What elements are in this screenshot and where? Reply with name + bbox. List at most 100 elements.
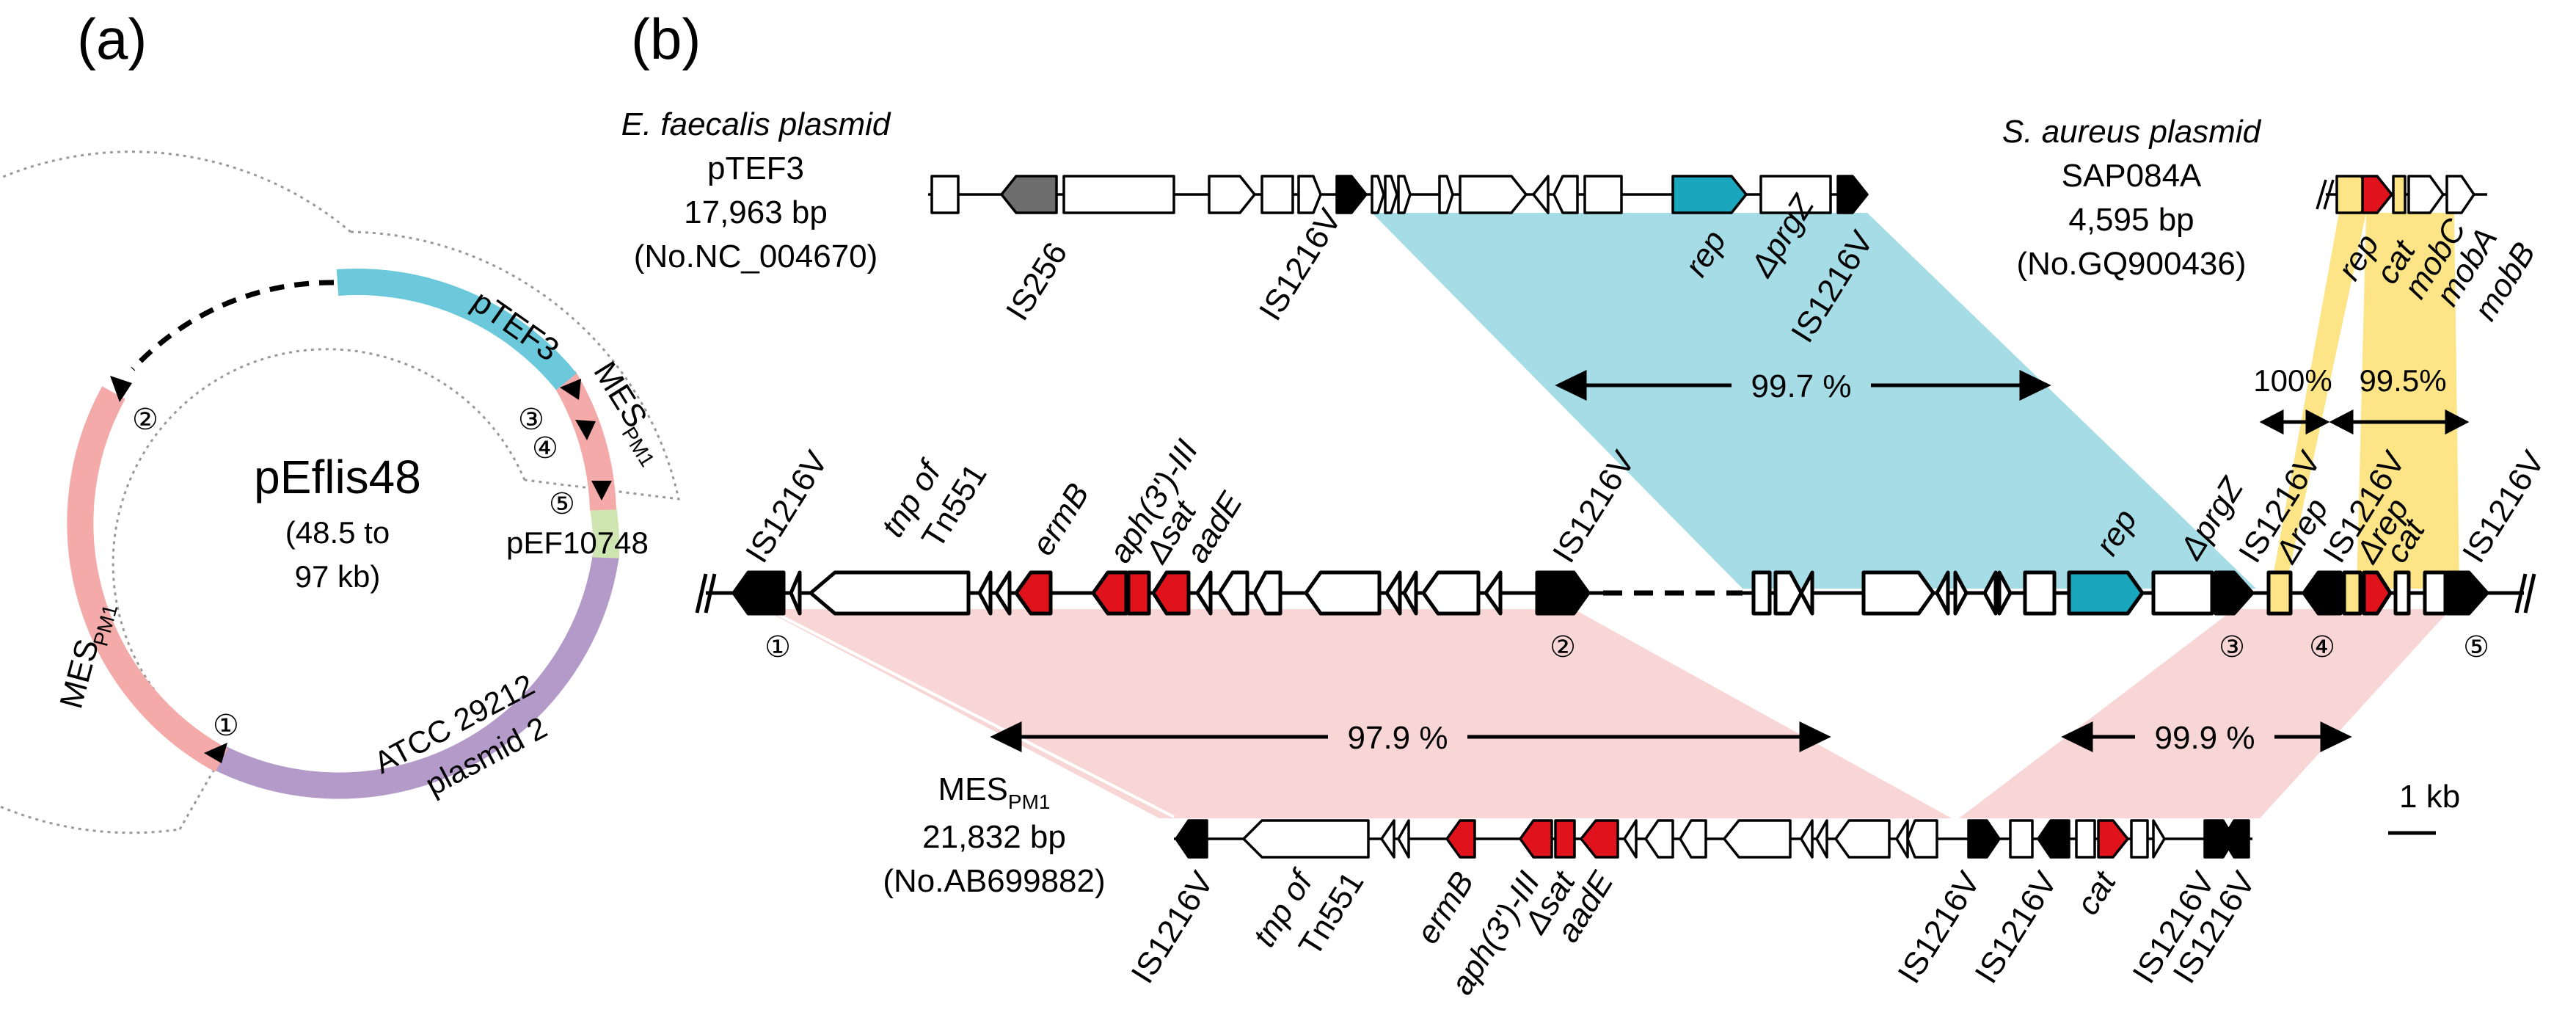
gene-is1216v bbox=[2445, 570, 2489, 616]
marker-label-4: ④ bbox=[532, 432, 558, 465]
gene bbox=[1252, 570, 1282, 616]
gene bbox=[1623, 819, 1638, 859]
sap-name: SAP084A bbox=[2062, 158, 2202, 194]
gene bbox=[1861, 570, 1935, 616]
gene-label-is1216v: IS1216V bbox=[1252, 203, 1349, 327]
gene bbox=[994, 570, 1012, 616]
arrow-head bbox=[2445, 409, 2470, 435]
gene bbox=[1459, 175, 1528, 214]
identity-ptef3: 99.7 % bbox=[1751, 368, 1852, 404]
sap-host-text: S. aureus plasmid bbox=[2002, 114, 2262, 150]
homology-band-pink-left bbox=[763, 609, 1952, 818]
marker-3: ③ bbox=[2219, 631, 2245, 663]
sap-size: 4,595 bp bbox=[2068, 202, 2194, 238]
gene-label-is256: IS256 bbox=[999, 236, 1074, 327]
marker-4: ④ bbox=[2309, 631, 2335, 663]
gene bbox=[977, 570, 993, 616]
arrow-head bbox=[2320, 721, 2352, 752]
gene bbox=[1208, 175, 1256, 214]
gene bbox=[2423, 570, 2448, 616]
gene-moba bbox=[2407, 175, 2445, 214]
marker-label-2: ② bbox=[132, 404, 158, 436]
gene bbox=[1384, 175, 1398, 214]
gene-label-is1216v: IS1216V bbox=[1124, 865, 1220, 990]
ring-gap-dashed bbox=[131, 280, 335, 371]
arrow-head bbox=[2305, 409, 2330, 435]
marker-triangle-2 bbox=[110, 376, 132, 402]
ptef3-name: pTEF3 bbox=[707, 150, 804, 186]
gene bbox=[1583, 175, 1623, 214]
mes-name: MESPM1 bbox=[938, 771, 1051, 813]
identity-mes-right: 99.9 % bbox=[2155, 720, 2255, 756]
gene-prgz bbox=[2151, 570, 2214, 616]
gene-label-cat: cat bbox=[2070, 865, 2124, 921]
panel-b-label: (b) bbox=[631, 7, 701, 71]
gene-cat bbox=[2097, 819, 2129, 859]
identity-label-bg bbox=[1328, 719, 1467, 756]
gene bbox=[1895, 819, 1909, 859]
identity-mes-left: 97.9 % bbox=[1348, 720, 1448, 756]
gene bbox=[1421, 570, 1481, 616]
gene bbox=[1380, 819, 1395, 859]
gene bbox=[789, 570, 802, 616]
ring-segment-mes-left bbox=[67, 386, 228, 772]
panel-a-label: (a) bbox=[77, 7, 147, 71]
gene-is1216v bbox=[2037, 819, 2070, 859]
middle-track bbox=[695, 570, 2536, 616]
gene-aph bbox=[1091, 570, 1128, 616]
mes-track bbox=[1174, 819, 2252, 859]
gene-sat bbox=[1126, 570, 1151, 616]
mes-info: MESPM1 21,832 bp (No.AB699882) bbox=[883, 771, 1105, 899]
homology-band-yellow-left bbox=[2271, 213, 2366, 589]
marker-5: ⑤ bbox=[2463, 631, 2489, 663]
gene bbox=[1532, 175, 1550, 214]
label-pef10748: pEF10748 bbox=[506, 525, 649, 560]
gene bbox=[1397, 175, 1412, 214]
gene bbox=[1062, 175, 1175, 214]
gene bbox=[1679, 819, 1707, 859]
gene-is256 bbox=[1000, 175, 1058, 214]
gene bbox=[2152, 819, 2166, 859]
gene bbox=[1371, 175, 1385, 214]
gene-aade bbox=[1151, 570, 1191, 616]
gene bbox=[1759, 175, 1832, 214]
arrow-head bbox=[2019, 370, 2051, 401]
marker-triangle-3 bbox=[560, 379, 581, 400]
marker-triangle-4 bbox=[575, 420, 596, 440]
break-mark bbox=[695, 573, 708, 614]
ring-segment-atcc-plasmid2 bbox=[212, 553, 619, 799]
marker-label-3: ③ bbox=[518, 404, 544, 436]
gene bbox=[1297, 175, 1322, 214]
identity-sap-rep: 100% bbox=[2253, 363, 2332, 398]
gene bbox=[1799, 570, 1814, 616]
gene bbox=[1402, 570, 1418, 616]
gene bbox=[1195, 570, 1213, 616]
gene bbox=[1982, 570, 1998, 616]
sap-info: S. aureus plasmid SAP084A 4,595 bp (No.G… bbox=[2002, 114, 2262, 282]
gene-is1216v bbox=[1175, 819, 1208, 859]
panel-b: (b) E. faecalis plasmid pTEF3 17,963 bp … bbox=[621, 7, 2553, 1001]
gene-mobc bbox=[2392, 175, 2407, 214]
gene bbox=[2023, 570, 2057, 616]
gene-label-is1216v: IS1216V bbox=[1546, 445, 1642, 570]
gene bbox=[1260, 175, 1294, 214]
gene bbox=[1484, 570, 1503, 616]
gene bbox=[1552, 175, 1579, 214]
panel-a: (a) ② ① ③ ④ ⑤ pTEF3 MES PM1 MES bbox=[0, 7, 680, 834]
inner-dotted-guide bbox=[112, 348, 526, 753]
marker-label-1: ① bbox=[213, 710, 239, 742]
arrow-head bbox=[2329, 409, 2354, 435]
mes-name-sub: PM1 bbox=[1008, 790, 1051, 813]
break-mark bbox=[2316, 179, 2327, 210]
gene bbox=[1304, 570, 1382, 616]
gene-cat bbox=[2362, 570, 2393, 616]
gene bbox=[1953, 570, 1969, 616]
ptef3-host: E. faecalis plasmid bbox=[621, 106, 891, 142]
gene-is1216v bbox=[2214, 570, 2255, 616]
marker-triangle-1 bbox=[204, 743, 227, 763]
arrow-head bbox=[1799, 721, 1831, 752]
gene bbox=[1723, 819, 1792, 859]
marker-triangle-5 bbox=[591, 481, 612, 501]
gene bbox=[1773, 570, 1803, 616]
identity-label-bg bbox=[2135, 719, 2274, 756]
